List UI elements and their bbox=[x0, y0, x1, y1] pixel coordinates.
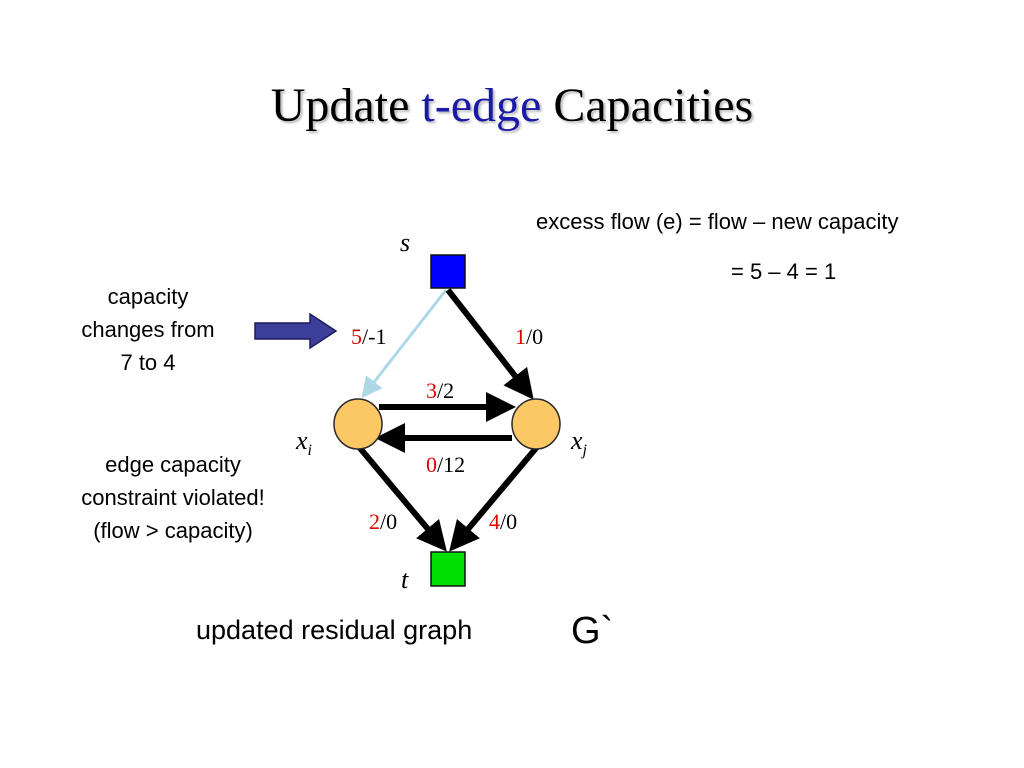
note-line: (flow > capacity) bbox=[93, 518, 253, 543]
title-highlight: t-edge bbox=[421, 79, 542, 132]
edge-xj-to-t bbox=[449, 445, 540, 552]
edge-s-to-xi bbox=[361, 289, 448, 399]
excess-formula-line-2: = 5 – 4 = 1 bbox=[731, 259, 837, 284]
node-t-label: t bbox=[401, 565, 409, 594]
note-line: constraint violated! bbox=[81, 485, 265, 510]
edge-xj-t-label: 4/0 bbox=[489, 509, 518, 534]
graph-name: G` bbox=[571, 610, 614, 652]
excess-formula-line-1: excess flow (e) = flow – new capacity bbox=[536, 209, 899, 234]
note-line: capacity bbox=[107, 284, 189, 309]
node-xj bbox=[511, 398, 561, 450]
note-line: edge capacity bbox=[105, 452, 241, 477]
node-xi-label: xi bbox=[296, 426, 312, 460]
edge-xi-t-label: 2/0 bbox=[369, 509, 398, 534]
edge-s-to-xj bbox=[445, 288, 534, 400]
node-t bbox=[430, 551, 466, 587]
title-part-2: Capacities bbox=[553, 79, 754, 132]
node-xj-label: xj bbox=[571, 426, 587, 460]
graph-caption: updated residual graph bbox=[196, 615, 473, 645]
capacity-change-note: capacity changes from 7 to 4 bbox=[48, 280, 248, 379]
edge-xj-xi-label: 0/12 bbox=[426, 452, 466, 477]
slide-title: Update t-edge Capacities bbox=[0, 78, 1024, 133]
node-xi bbox=[333, 398, 383, 450]
edge-s-xi-label: 5/-1 bbox=[351, 324, 387, 349]
node-s-label: s bbox=[400, 228, 411, 257]
constraint-violated-note: edge capacity constraint violated! (flow… bbox=[38, 448, 308, 547]
node-s bbox=[430, 254, 466, 289]
title-part-1: Update bbox=[270, 79, 410, 132]
pointer-arrow bbox=[254, 312, 338, 350]
edge-s-xj-label: 1/0 bbox=[515, 324, 544, 349]
edge-xi-to-t bbox=[356, 445, 447, 552]
note-line: changes from bbox=[81, 317, 215, 342]
edge-xi-xj-label: 3/2 bbox=[426, 378, 455, 403]
note-line: 7 to 4 bbox=[120, 350, 176, 375]
